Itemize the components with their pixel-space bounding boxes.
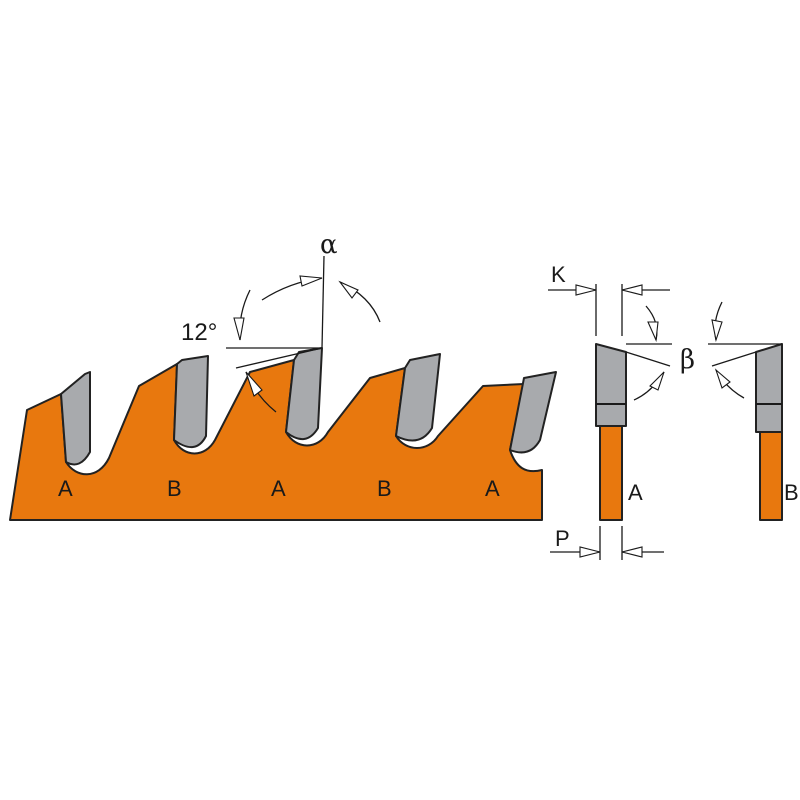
tooth-tip-4 [395,353,441,442]
section-a-tip [595,343,627,427]
plate-label: P [555,526,570,551]
tooth-label-1: A [58,476,73,501]
kerf-label: K [551,262,566,287]
tooth-label-4: B [377,476,392,501]
tooth-label-3: A [271,476,286,501]
tooth-label-5: A [485,476,500,501]
section-a-plate [599,417,623,521]
section-a-label: A [628,480,643,505]
alpha-label: α [320,230,338,260]
beta-label: β [680,345,695,375]
tooth-tip-5 [509,371,557,454]
section-b-label: B [784,480,799,505]
section-b-tip [755,343,783,433]
section-b-plate [759,417,783,521]
angle-annotations [226,255,381,413]
tooth-tip-3 [285,347,323,440]
hook-angle-label: 12° [181,319,217,346]
tooth-tip-1 [60,371,91,466]
section-view-a [548,284,672,560]
section-view-b [708,301,783,521]
tooth-label-2: B [167,476,182,501]
tooth-tip-2 [173,355,209,448]
